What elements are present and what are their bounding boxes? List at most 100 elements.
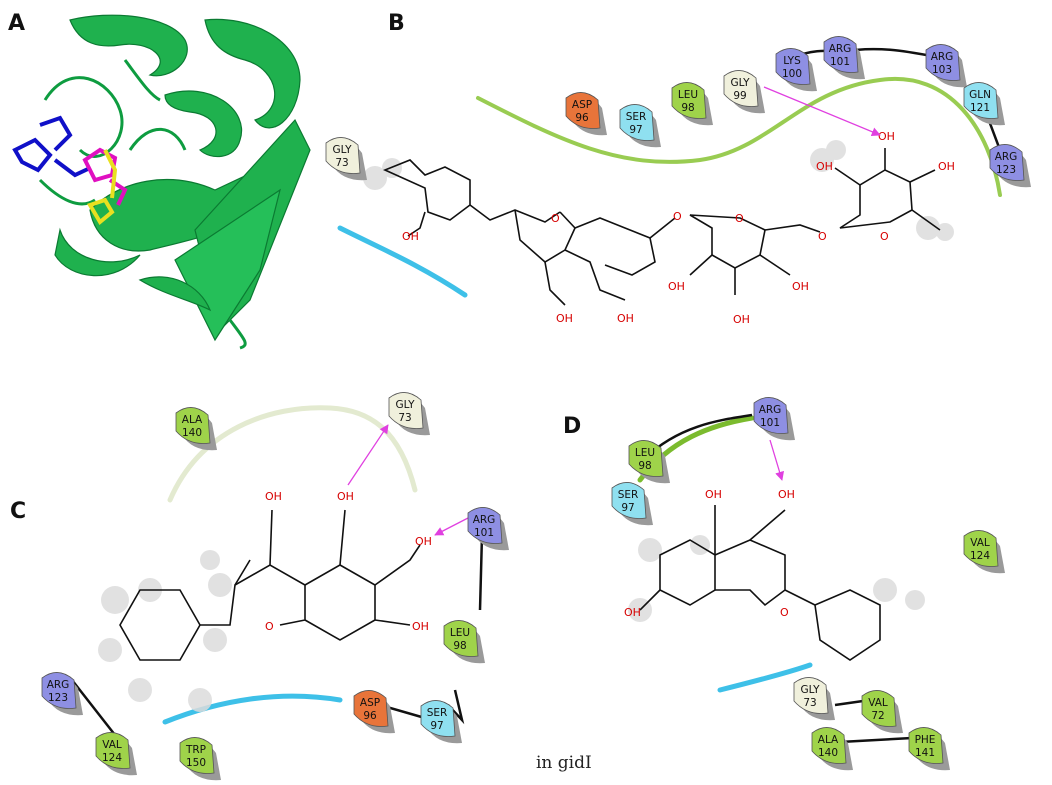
panel-label-a: A bbox=[8, 11, 25, 36]
residue-shape bbox=[443, 620, 479, 657]
residue-name: ARG bbox=[931, 51, 954, 63]
residue-number: 101 bbox=[760, 417, 780, 429]
residue-name: ARG bbox=[759, 404, 782, 416]
residue-shape bbox=[925, 44, 961, 81]
residue-shape bbox=[963, 530, 999, 567]
atom-o: O bbox=[735, 212, 744, 225]
residue-shape bbox=[793, 677, 829, 714]
residue-shape bbox=[41, 672, 77, 709]
residue-shape bbox=[723, 70, 759, 107]
residue-name: GLN bbox=[969, 89, 991, 101]
residue-number: 96 bbox=[363, 710, 377, 722]
residue-name: VAL bbox=[102, 739, 122, 751]
atom-oh: OH bbox=[778, 488, 795, 501]
hbond-arrow bbox=[347, 424, 389, 486]
atom-oh: OH bbox=[624, 606, 641, 619]
residue-name: LEU bbox=[450, 627, 470, 639]
atom-o: O bbox=[780, 606, 789, 619]
residue-shape bbox=[179, 737, 215, 774]
residue-number: 124 bbox=[970, 550, 990, 562]
residue-name: GLY bbox=[800, 684, 820, 696]
residue-shape bbox=[420, 700, 456, 737]
residue-number: 96 bbox=[575, 112, 589, 124]
residue-shape bbox=[671, 82, 707, 119]
residue-number: 101 bbox=[474, 527, 494, 539]
footer-caption: in gidI bbox=[536, 753, 592, 773]
residue-number: 103 bbox=[932, 64, 952, 76]
residue-shape bbox=[175, 407, 211, 444]
residue-shape bbox=[861, 690, 897, 727]
residue-number: 124 bbox=[102, 752, 122, 764]
residue-shape bbox=[811, 727, 847, 764]
residue-number: 97 bbox=[430, 720, 443, 732]
residue-name: PHE bbox=[915, 734, 936, 746]
residue-number: 98 bbox=[681, 102, 694, 114]
residue-name: SER bbox=[626, 111, 647, 123]
residue-shape bbox=[775, 48, 811, 85]
atom-oh: OH bbox=[668, 280, 685, 293]
residue-name: GLY bbox=[395, 399, 415, 411]
panel-b-diagram: OH O OH OH O O OH OH OH O O OH OH OH ASP… bbox=[325, 36, 1031, 326]
residue-shape bbox=[95, 732, 131, 769]
atom-o: O bbox=[551, 212, 560, 225]
residue-number: 101 bbox=[830, 56, 850, 68]
atom-oh: OH bbox=[617, 312, 634, 325]
residue-name: TRP bbox=[185, 744, 206, 756]
residue-name: ALA bbox=[818, 734, 839, 746]
atom-o: O bbox=[673, 210, 682, 223]
hbond-arrow bbox=[434, 517, 469, 536]
residue-name: ARG bbox=[473, 514, 496, 526]
residue-name: ASP bbox=[360, 697, 380, 709]
residue-shape bbox=[753, 397, 789, 434]
atom-oh: OH bbox=[705, 488, 722, 501]
residue-number: 97 bbox=[621, 502, 634, 514]
panel-label-d: D bbox=[563, 414, 581, 439]
residue-number: 123 bbox=[48, 692, 68, 704]
residue-number: 97 bbox=[629, 124, 642, 136]
residue-shape bbox=[388, 392, 424, 429]
atom-oh: OH bbox=[733, 313, 750, 326]
residue-number: 140 bbox=[182, 427, 202, 439]
atom-oh: OH bbox=[402, 230, 419, 243]
residue-name: LEU bbox=[635, 447, 655, 459]
residue-shape bbox=[611, 482, 647, 519]
residue-number: 73 bbox=[398, 412, 411, 424]
residue-name: SER bbox=[427, 707, 448, 719]
residue-name: ALA bbox=[182, 414, 203, 426]
panel-label-c: C bbox=[10, 499, 26, 524]
residue-number: 73 bbox=[335, 157, 348, 169]
residue-shape bbox=[325, 137, 361, 174]
atom-oh: OH bbox=[556, 312, 573, 325]
residue-name: LEU bbox=[678, 89, 698, 101]
residue-shape bbox=[628, 440, 664, 477]
atom-oh: OH bbox=[878, 130, 895, 143]
residue-number: 140 bbox=[818, 747, 838, 759]
residue-shape bbox=[565, 92, 601, 129]
residue-shape bbox=[963, 82, 999, 119]
panel-c-diagram: OH OH OH OH O ALA140GLY73ARG101LEU98SER9… bbox=[41, 392, 509, 781]
atom-o: O bbox=[265, 620, 274, 633]
residue-number: 98 bbox=[638, 460, 651, 472]
residue-number: 98 bbox=[453, 640, 466, 652]
